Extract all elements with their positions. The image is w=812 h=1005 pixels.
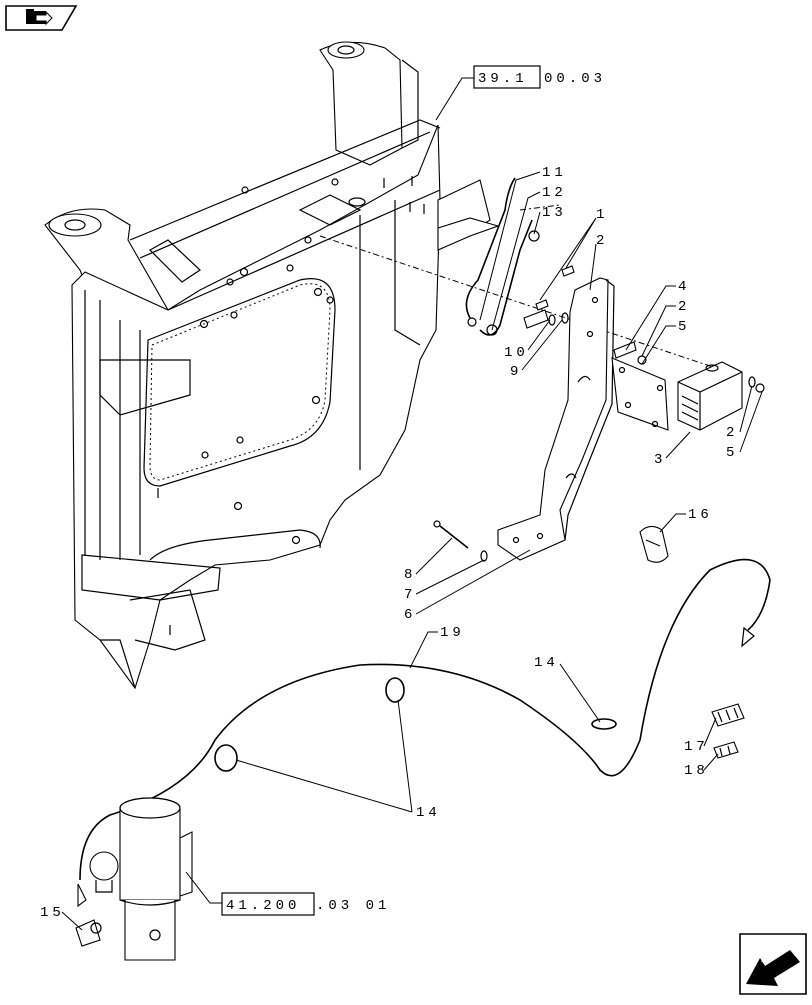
callout-19: 19: [440, 625, 465, 641]
callout-14a: 14: [534, 655, 559, 671]
cable-clip: [639, 525, 669, 563]
ref-top-box-text: 39.1: [478, 71, 528, 87]
hydraulic-cylinder: [75, 797, 193, 961]
long-bolt: [433, 520, 488, 562]
callout-1: 1: [596, 207, 608, 223]
callout-7: 7: [404, 587, 416, 603]
connectors: [711, 703, 745, 759]
hose-clamps: [214, 677, 617, 772]
ref-bottom-box-text: 41.200: [226, 898, 300, 914]
back-navigation-button[interactable]: [739, 933, 807, 995]
callout-17: 17: [684, 739, 709, 755]
callout-13: 13: [542, 205, 567, 221]
ref-label-bottom[interactable]: 41.200 .03 01: [221, 892, 390, 916]
callout-12: 12: [542, 185, 567, 201]
folder-arrow-icon: [26, 9, 53, 26]
callout-5a: 5: [678, 319, 690, 335]
callout-2a: 2: [596, 233, 608, 249]
callout-14b: 14: [416, 805, 441, 821]
callout-10: 10: [504, 345, 529, 361]
callout-2c: 2: [726, 425, 738, 441]
ref-label-top[interactable]: 39.1 00.03: [473, 65, 606, 89]
back-arrow-icon: [746, 950, 800, 986]
main-cable: [77, 558, 771, 908]
callouts: 11 12 13 1 2 10 9 4 2 5 2 5 3 16 8 7 6: [40, 165, 763, 931]
callout-2b: 2: [678, 299, 690, 315]
callout-16: 16: [688, 507, 713, 523]
callout-9: 9: [510, 364, 522, 380]
callout-5b: 5: [726, 445, 738, 461]
callout-4: 4: [678, 279, 690, 295]
callout-3: 3: [654, 452, 666, 468]
mounting-bracket: [497, 277, 669, 561]
relay-module: [677, 361, 743, 431]
callout-6: 6: [404, 607, 416, 623]
callout-8: 8: [404, 567, 416, 583]
folder-navigation-button[interactable]: [5, 5, 78, 31]
callout-15: 15: [40, 905, 65, 921]
callout-11: 11: [542, 165, 567, 181]
ref-top-rest-text: 00.03: [544, 71, 606, 87]
ground-cable: [465, 177, 540, 336]
callout-18: 18: [684, 763, 709, 779]
ref-bottom-rest-text: .03 01: [316, 898, 390, 914]
chassis-frame: [44, 41, 500, 690]
